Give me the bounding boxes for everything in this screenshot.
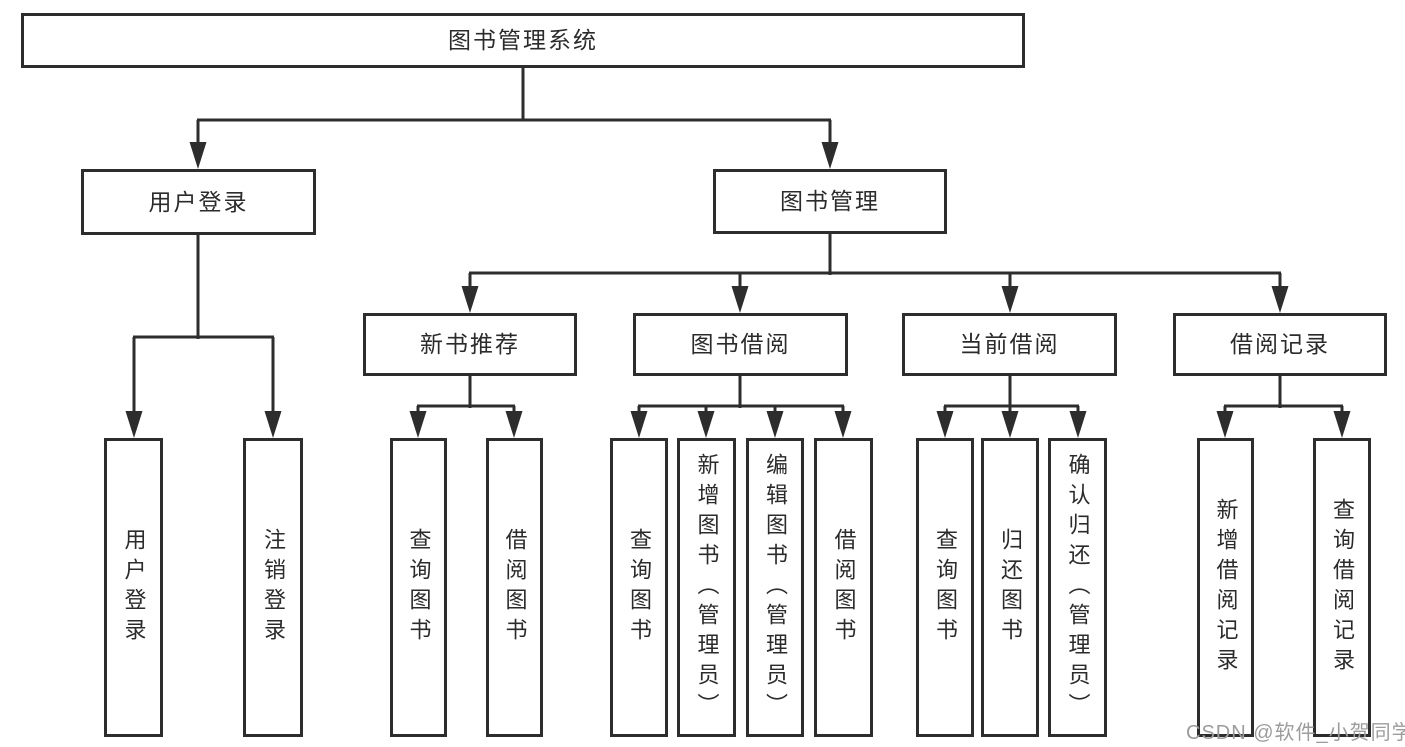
node-root: 图书管理系统: [21, 13, 1025, 68]
leaf-newbook-query-books-label: 查询图书: [406, 527, 432, 648]
leaf-current-return-books: 归还图书: [981, 438, 1039, 737]
node-book-borrowing: 图书借阅: [633, 313, 848, 376]
leaf-records-add-record: 新增借阅记录: [1197, 438, 1254, 737]
leaf-current-confirm-return-admin: 确认归还（管理员）: [1048, 438, 1107, 737]
node-current-borrowing-label: 当前借阅: [959, 331, 1060, 357]
leaf-newbook-borrow-books-label: 借阅图书: [502, 527, 528, 648]
connector-arrowhead: [1271, 286, 1289, 313]
connector-arrowhead: [409, 411, 427, 438]
leaf-borrowing-edit-books-admin: 编辑图书（管理员）: [746, 438, 804, 737]
leaf-current-query-books-label: 查询图书: [933, 527, 958, 648]
connector-arrowhead: [1333, 411, 1351, 438]
leaf-borrowing-add-books-admin-label: 新增图书（管理员）: [694, 452, 720, 723]
leaf-newbook-borrow-books: 借阅图书: [486, 438, 543, 737]
connector-arrowhead: [1216, 411, 1234, 438]
leaf-user-login: 用户登录: [104, 438, 163, 737]
connector-arrowhead: [264, 411, 282, 438]
leaf-borrowing-edit-books-admin-label: 编辑图书（管理员）: [763, 452, 788, 723]
leaf-current-query-books: 查询图书: [916, 438, 974, 737]
connector-arrowhead: [936, 411, 954, 438]
watermark: CSDN @软件_小贺同学: [1186, 722, 1405, 744]
connector-arrowhead: [1001, 411, 1019, 438]
node-book-borrowing-label: 图书借阅: [690, 331, 791, 357]
connector-arrowhead: [461, 286, 479, 313]
leaf-borrowing-add-books-admin: 新增图书（管理员）: [677, 438, 736, 737]
connector-arrowhead: [697, 411, 715, 438]
node-borrow-records-label: 借阅记录: [1230, 331, 1330, 357]
connector-arrowhead: [189, 142, 207, 169]
connector-arrowhead: [821, 142, 839, 169]
node-current-borrowing: 当前借阅: [902, 313, 1117, 376]
leaf-records-add-record-label: 新增借阅记录: [1213, 497, 1239, 678]
leaf-records-query-record: 查询借阅记录: [1313, 438, 1371, 737]
leaf-borrowing-borrow-books-label: 借阅图书: [831, 527, 857, 648]
node-user-login-label: 用户登录: [148, 188, 249, 215]
leaf-borrowing-query-books: 查询图书: [610, 438, 668, 737]
node-root-label: 图书管理系统: [448, 27, 598, 53]
leaf-records-query-record-label: 查询借阅记录: [1330, 497, 1355, 678]
node-user-login: 用户登录: [81, 169, 316, 235]
leaf-current-return-books-label: 归还图书: [998, 527, 1023, 648]
connector-arrowhead: [834, 411, 852, 438]
node-new-book-recommend-label: 新书推荐: [420, 331, 520, 357]
leaf-current-confirm-return-admin-label: 确认归还（管理员）: [1065, 452, 1091, 723]
leaf-borrowing-borrow-books: 借阅图书: [814, 438, 873, 737]
leaf-logout-login: 注销登录: [243, 438, 303, 737]
connector-arrowhead: [1069, 411, 1087, 438]
node-borrow-records: 借阅记录: [1173, 313, 1387, 376]
node-book-management-label: 图书管理: [780, 188, 880, 214]
connector-arrowhead: [125, 411, 143, 438]
leaf-user-login-label: 用户登录: [121, 527, 147, 648]
node-book-management: 图书管理: [713, 169, 947, 234]
connector-arrowhead: [505, 411, 523, 438]
node-new-book-recommend: 新书推荐: [363, 313, 577, 376]
leaf-logout-login-label: 注销登录: [261, 527, 286, 648]
connector-arrowhead: [766, 411, 784, 438]
connector-arrowhead: [630, 411, 648, 438]
leaf-borrowing-query-books-label: 查询图书: [627, 527, 652, 648]
connector-arrowhead: [1001, 286, 1019, 313]
leaf-newbook-query-books: 查询图书: [390, 438, 447, 737]
connector-arrowhead: [731, 286, 749, 313]
